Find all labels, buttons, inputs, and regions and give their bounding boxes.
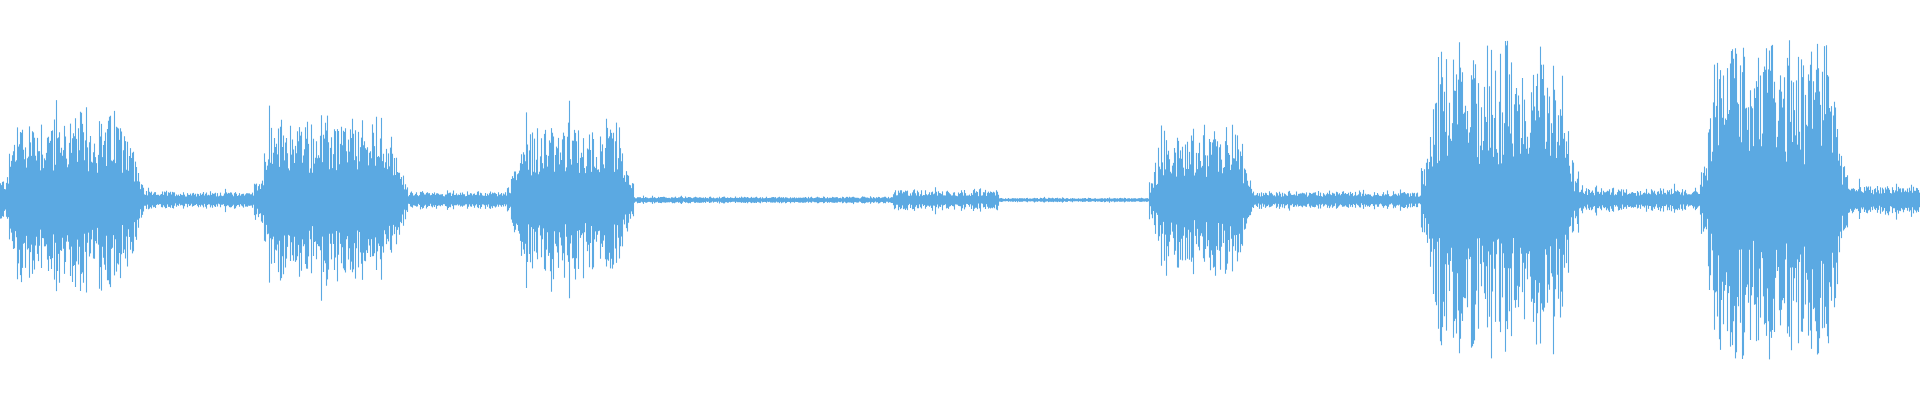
- waveform-bars: [0, 40, 1920, 360]
- waveform-trace: [0, 40, 1920, 360]
